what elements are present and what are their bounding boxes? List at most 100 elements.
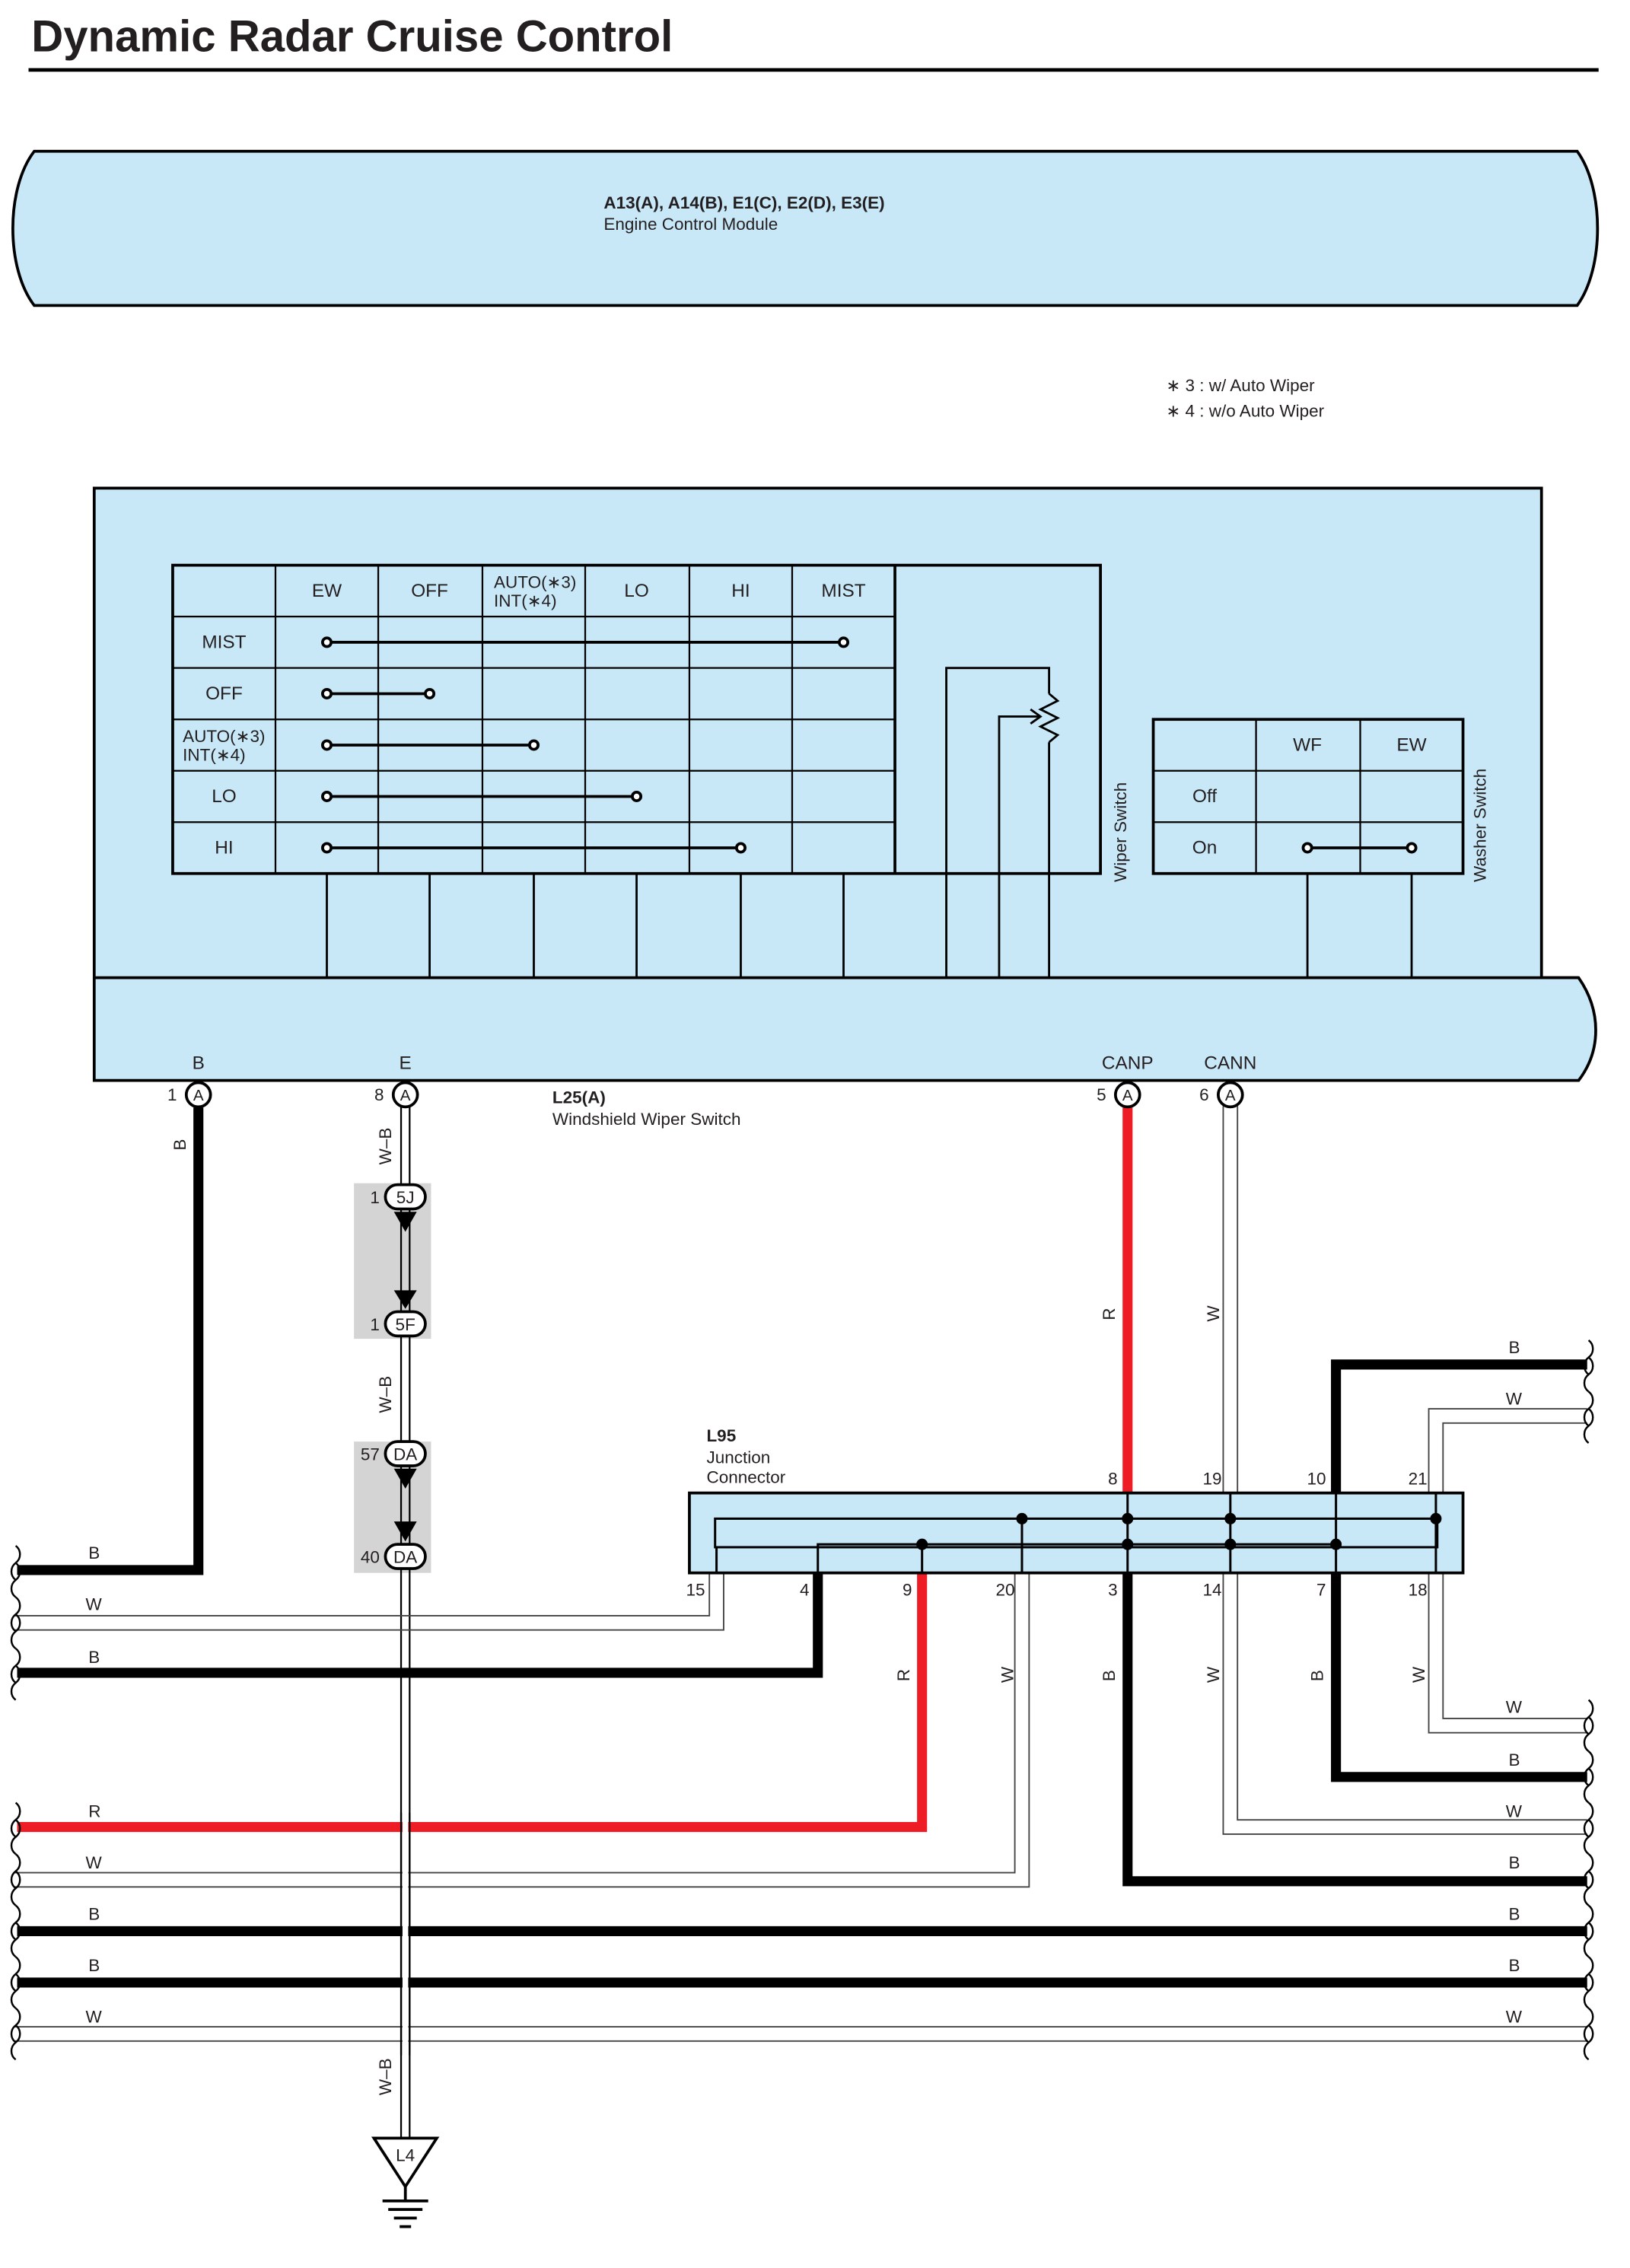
switch-name: Windshield Wiper Switch — [552, 1110, 741, 1129]
wiper-col-auto: AUTO(∗3) — [494, 573, 576, 592]
page-title: Dynamic Radar Cruise Control — [31, 12, 673, 62]
junction-name-2: Connector — [706, 1468, 785, 1487]
terminal-b-conn: A — [193, 1087, 204, 1104]
note-no-auto-wiper: ∗ 4 : w/o Auto Wiper — [1166, 402, 1324, 421]
ground-id: L4 — [396, 2145, 415, 2164]
wire-label-b-7: B — [1308, 1670, 1327, 1681]
inline-connector-ovals — [384, 1183, 427, 1570]
wire-label-b-1: B — [170, 1139, 189, 1151]
inline-conn-5j: 5J — [396, 1188, 415, 1207]
wiper-continuity — [321, 636, 850, 854]
terminal-canp-label: CANP — [1102, 1053, 1154, 1074]
wiper-row-off: OFF — [205, 683, 243, 704]
junction-connector-box — [688, 1491, 1465, 1575]
wiper-col-lo: LO — [624, 581, 649, 601]
wiper-col-ew: EW — [312, 581, 342, 601]
black-wires — [17, 1107, 1587, 1988]
right-label-b-2: B — [1509, 1750, 1520, 1769]
inline-conn-da-57: DA — [393, 1445, 417, 1464]
switch-connector-id: L25(A) — [552, 1088, 606, 1107]
terminal-b-label: B — [193, 1053, 205, 1074]
wiper-switch-label: Wiper Switch — [1111, 782, 1130, 882]
right-label-b-3: B — [1509, 1853, 1520, 1872]
junction-pin-20: 20 — [996, 1581, 1015, 1600]
terminal-canp-conn: A — [1122, 1087, 1133, 1104]
terminal-cann-pin: 6 — [1199, 1085, 1209, 1104]
wiper-col-mist: MIST — [821, 581, 865, 601]
wire-label-w-cann: W — [1204, 1305, 1223, 1322]
wiper-col-int: INT(∗4) — [494, 591, 557, 610]
wire-label-wb-3: W–B — [376, 2058, 395, 2095]
inline-pin-40: 40 — [361, 1548, 380, 1567]
washer-col-wf: WF — [1293, 734, 1322, 755]
ground-icon — [382, 2187, 428, 2228]
wiper-table-drops — [326, 873, 845, 978]
wiper-switch-panel — [92, 486, 1597, 1082]
resistor-icon — [945, 667, 1061, 978]
right-label-w-3: W — [1506, 1801, 1523, 1820]
inline-pin-5j: 1 — [370, 1188, 380, 1207]
junction-pin-10: 10 — [1307, 1469, 1326, 1488]
left-label-b-3: B — [88, 1904, 100, 1923]
wiper-row-hi: HI — [215, 837, 233, 858]
wire-label-w-18: W — [1409, 1666, 1428, 1683]
left-label-w-2: W — [86, 1853, 103, 1872]
wire-label-wb-2: W–B — [376, 1376, 395, 1413]
junction-nodes — [916, 1512, 1442, 1550]
inline-conn-5f: 5F — [396, 1315, 415, 1334]
right-label-w-2: W — [1506, 1697, 1523, 1716]
junction-id: L95 — [706, 1426, 736, 1445]
right-label-w-1: W — [1506, 1389, 1523, 1408]
ecm-band — [11, 149, 1600, 307]
ground-symbol — [371, 2136, 440, 2190]
right-label-b-5: B — [1509, 1956, 1520, 1975]
switch-terminal-pins — [184, 1081, 1244, 1109]
left-label-r: R — [88, 1801, 100, 1820]
junction-bus-lines — [714, 1492, 1439, 1573]
junction-pin-21: 21 — [1409, 1469, 1428, 1488]
ecm-name: Engine Control Module — [603, 215, 778, 234]
wire-label-r-9: R — [894, 1669, 913, 1681]
inline-pin-57: 57 — [361, 1445, 380, 1464]
left-label-b-2: B — [88, 1648, 100, 1667]
note-auto-wiper: ∗ 3 : w/ Auto Wiper — [1166, 376, 1315, 395]
junction-pin-9: 9 — [903, 1581, 912, 1600]
wiper-col-off: OFF — [411, 581, 448, 601]
junction-pin-7: 7 — [1316, 1581, 1326, 1600]
junction-pin-19: 19 — [1203, 1469, 1222, 1488]
red-wires — [17, 1107, 1133, 1833]
terminal-cann-conn: A — [1225, 1087, 1236, 1104]
wiper-col-hi: HI — [731, 581, 750, 601]
left-label-b-1: B — [88, 1543, 100, 1562]
inline-conn-da-40: DA — [393, 1548, 417, 1567]
wire-label-b-3: B — [1100, 1670, 1119, 1681]
washer-row-off: Off — [1192, 786, 1217, 807]
terminal-canp-pin: 5 — [1097, 1085, 1106, 1104]
junction-name-1: Junction — [706, 1448, 770, 1467]
right-label-b-1: B — [1509, 1338, 1520, 1357]
terminal-b-pin: 1 — [167, 1085, 177, 1104]
right-break-marks — [1583, 1339, 1594, 2061]
washer-col-ew: EW — [1396, 734, 1426, 755]
terminal-cann-label: CANN — [1204, 1053, 1256, 1074]
wire-label-w-14: W — [1204, 1666, 1223, 1683]
inline-pin-5f: 1 — [370, 1315, 380, 1334]
washer-drops — [1306, 873, 1413, 978]
terminal-e-pin: 8 — [374, 1085, 384, 1104]
junction-pin-3: 3 — [1108, 1581, 1118, 1600]
terminal-e-conn: A — [400, 1087, 411, 1104]
junction-pin-15: 15 — [686, 1581, 705, 1600]
wiper-row-int: INT(∗4) — [183, 746, 246, 765]
right-label-w-4: W — [1506, 2007, 1523, 2026]
wiper-row-auto: AUTO(∗3) — [183, 727, 265, 746]
left-label-w-1: W — [86, 1594, 103, 1613]
washer-row-on: On — [1192, 837, 1218, 858]
wire-label-w-20: W — [998, 1666, 1017, 1683]
left-label-b-4: B — [88, 1956, 100, 1975]
junction-pin-18: 18 — [1409, 1581, 1428, 1600]
wire-label-wb-1: W–B — [376, 1128, 395, 1165]
junction-pin-14: 14 — [1203, 1581, 1222, 1600]
junction-pin-8: 8 — [1108, 1469, 1118, 1488]
terminal-e-label: E — [400, 1053, 412, 1074]
